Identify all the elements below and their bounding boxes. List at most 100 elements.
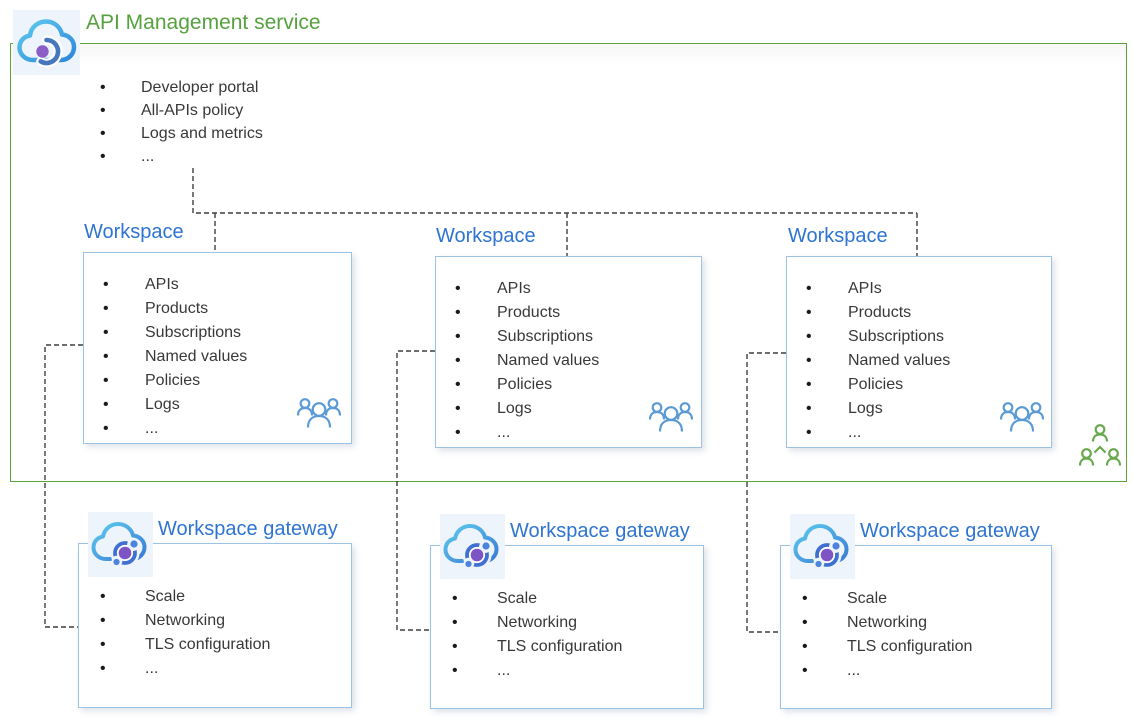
bullet-icon: •	[452, 590, 458, 607]
workspace-item-text: Subscriptions	[145, 324, 242, 341]
gateway-item: •Networking	[802, 611, 972, 635]
service-org-users-icon	[1078, 423, 1122, 475]
workspace-item: • Logs	[806, 397, 950, 421]
workspace-item: • Named values	[806, 349, 950, 373]
workspace-item: •APIs	[103, 273, 247, 297]
workspace-3-list: •APIs •Products •Subscriptions •Named va…	[806, 277, 950, 445]
workspace-item: •...	[103, 417, 247, 441]
bullet-icon: •	[806, 280, 812, 297]
bullet-icon: •	[802, 638, 808, 655]
bullet-icon: •	[452, 662, 458, 679]
service-item: •Logs and metrics	[100, 122, 263, 145]
workspace-item: •...	[806, 421, 950, 445]
gateway-item-text: ...	[497, 662, 511, 679]
workspace-gateway-icon	[790, 514, 855, 579]
bullet-icon: •	[806, 424, 812, 441]
workspace-item-text: Named values	[145, 348, 248, 365]
service-feature-list: • Developer portal •All-APIs policy •Logs…	[100, 76, 263, 168]
bullet-icon: •	[100, 79, 106, 96]
bullet-icon: •	[100, 125, 106, 142]
gateway-item: •Networking	[452, 611, 622, 635]
workspace-item-text: Products	[497, 304, 561, 321]
service-item-text: Developer portal	[141, 79, 259, 96]
bullet-icon: •	[100, 148, 106, 165]
bullet-icon: •	[100, 660, 106, 677]
bullet-icon: •	[802, 662, 808, 679]
bullet-icon: •	[103, 300, 109, 317]
bullet-icon: •	[103, 324, 109, 341]
gateway-item-text: Networking	[145, 612, 226, 629]
workspace-3-box	[786, 256, 1052, 448]
bullet-icon: •	[455, 352, 461, 369]
bullet-icon: •	[455, 280, 461, 297]
workspace-item-text: ...	[848, 424, 862, 441]
gateway-item-text: Scale	[145, 588, 186, 605]
workspace-item: •Named values	[103, 345, 247, 369]
workspace-item-text: ...	[497, 424, 511, 441]
workspace-item-text: Logs	[145, 396, 180, 413]
workspace-item-text: Policies	[145, 372, 201, 389]
bullet-icon: •	[103, 396, 109, 413]
bullet-icon: •	[103, 420, 109, 437]
gateway-1-list: •Scale •Networking •TLS configuration •.…	[100, 585, 270, 681]
workspace-1-to-gateway-1-line	[44, 344, 83, 628]
api-management-service-title: API Management service	[86, 11, 321, 34]
workspace-item: •Products	[806, 301, 950, 325]
gateway-2-title: Workspace gateway	[510, 520, 690, 542]
workspace-1-title: Workspace	[84, 221, 184, 243]
bullet-icon: •	[455, 400, 461, 417]
workspace-2-box	[435, 256, 702, 448]
workspace-1-list: •APIs •Products •Subscriptions •Named va…	[103, 273, 247, 441]
bullet-icon: •	[802, 590, 808, 607]
bullet-icon: •	[806, 376, 812, 393]
workspace-item: •Products	[455, 301, 599, 325]
workspace-item-text: APIs	[497, 280, 531, 297]
gateway-item: •...	[802, 659, 972, 683]
gateway-item: •Scale	[802, 587, 972, 611]
service-item: •...	[100, 145, 263, 168]
workspace-item: • Logs	[103, 393, 247, 417]
workspace-item: •Named values	[455, 349, 599, 373]
workspace-1-box	[83, 252, 352, 444]
bullet-icon: •	[100, 636, 106, 653]
workspace-item-text: Products	[145, 300, 209, 317]
gateway-item-text: Networking	[847, 614, 928, 631]
service-item: •All-APIs policy	[100, 99, 263, 122]
workspace-item: •Policies	[455, 373, 599, 397]
workspace-item: •APIs	[806, 277, 950, 301]
gateway-item: •Networking	[100, 609, 270, 633]
workspace-item: •Policies	[103, 369, 247, 393]
workspace-item: •Policies	[806, 373, 950, 397]
gateway-item: •...	[100, 657, 270, 681]
bullet-icon: •	[806, 352, 812, 369]
gateway-item-text: Scale	[497, 590, 538, 607]
bullet-icon: •	[452, 614, 458, 631]
gateway-item-text: ...	[145, 660, 159, 677]
workspace-3-to-gateway-3-line	[746, 352, 786, 633]
gateway-2-list: •Scale •Networking •TLS configuration •.…	[452, 587, 622, 683]
workspace-3-title: Workspace	[788, 225, 888, 247]
gateway-item-text: TLS configuration	[847, 638, 973, 655]
workspace-item-text: Logs	[497, 400, 532, 417]
workspace-users-icon	[296, 394, 342, 436]
bullet-icon: •	[455, 328, 461, 345]
api-management-icon	[13, 10, 80, 75]
gateway-item-text: TLS configuration	[145, 636, 271, 653]
workspace-item-text: Subscriptions	[848, 328, 945, 345]
bullet-icon: •	[455, 376, 461, 393]
workspace-item: • APIs	[455, 277, 599, 301]
workspace-item-text: Logs	[848, 400, 883, 417]
gateway-item: • TLS configuration	[100, 633, 270, 657]
workspace-item-text: ...	[145, 420, 159, 437]
workspace-item-text: Named values	[848, 352, 951, 369]
service-item: • Developer portal	[100, 76, 263, 99]
workspace-item-text: APIs	[145, 276, 179, 293]
workspace-users-icon	[648, 398, 694, 440]
workspace-item: • Logs	[455, 397, 599, 421]
gateway-3-title: Workspace gateway	[860, 520, 1040, 542]
bullet-icon: •	[100, 588, 106, 605]
workspace-item: •Subscriptions	[455, 325, 599, 349]
workspace-item-text: Products	[848, 304, 912, 321]
gateway-3-list: •Scale •Networking •TLS configuration •.…	[802, 587, 972, 683]
bullet-icon: •	[806, 400, 812, 417]
